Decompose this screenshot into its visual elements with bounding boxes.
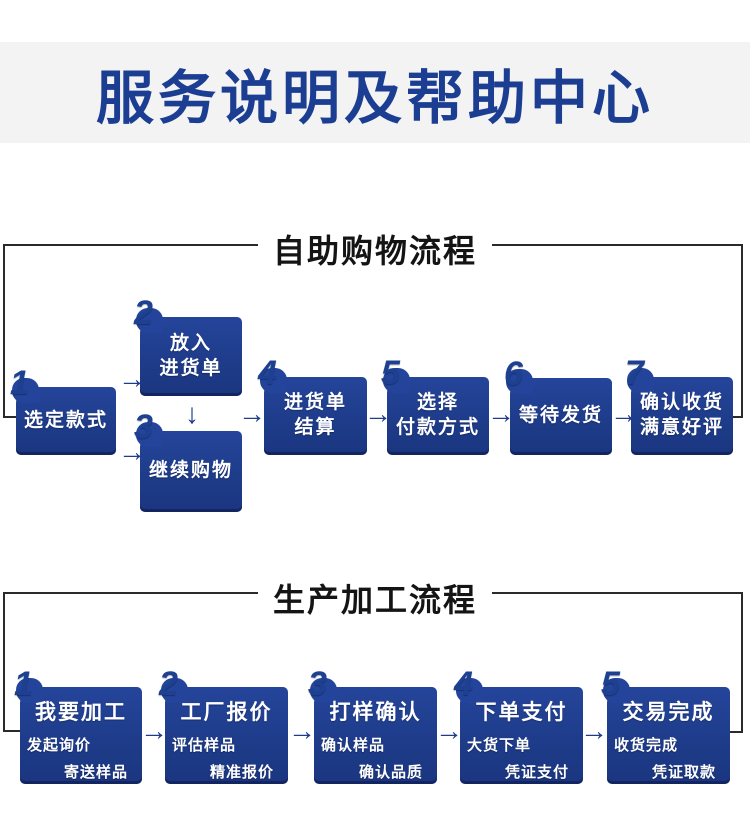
step-subtext: 收货完成 [614,737,679,754]
step-number: 3 [308,665,327,703]
arrow-right-icon: → [118,436,146,467]
section-title-production: 生产加工流程 [257,575,493,621]
step-subtext: 凭证取款 [651,764,716,781]
step-title: 打样确认 [329,701,422,724]
arrow-right-icon: → [487,398,515,429]
step-label: 结算 [294,417,337,438]
step-subtext: 凭证支付 [504,764,569,781]
step-number: 5 [601,665,620,703]
step-subtext: 大货下单 [467,737,532,754]
step-number: 2 [159,665,178,703]
step-subtext: 确认样品 [321,737,386,754]
step-title: 我要加工 [35,701,127,724]
flow2-step1-box: 1 我要加工 发起询价 寄送样品 [14,665,142,784]
step-subtext: 精准报价 [209,764,274,781]
step-subtext: 评估样品 [172,737,237,754]
arrow-right-icon: → [140,715,168,746]
step-label: 选定款式 [23,409,108,431]
arrow-right-icon: → [610,398,638,429]
section-frame-left-line [3,592,5,732]
step-number: 7 [625,354,646,392]
flow1-step2-box: 2 放入 进货单 [134,294,242,396]
step-label: 进货单 [159,357,223,379]
section-frame-right-line [741,244,743,418]
step-number: 6 [504,355,525,393]
step-number: 1 [14,665,33,703]
flow1-step6-box: 6 等待发货 [504,355,612,455]
step-title: 交易完成 [622,701,715,724]
flow1-step3-box: 3 继续购物 [134,408,242,512]
step-number: 1 [10,364,31,402]
step-subtext: 发起询价 [27,737,92,754]
arrow-right-icon: → [238,398,266,429]
step-label: 选择 [416,392,459,414]
arrow-down-icon: ↓ [185,398,199,429]
step-title: 工厂报价 [180,701,273,724]
step-number: 3 [134,408,155,446]
step-label: 满意好评 [639,417,724,438]
flow2-step2-box: 2 工厂报价 评估样品 精准报价 [159,665,288,784]
step-label: 进货单 [283,392,347,414]
step-title: 下单支付 [475,701,568,724]
step-label: 付款方式 [395,417,480,438]
arrow-right-icon: → [364,398,392,429]
arrow-right-icon: → [118,363,146,394]
step-label: 继续购物 [148,460,233,482]
step-label: 放入 [169,332,212,354]
section-frame-right-connector [731,416,743,418]
section-frame-left-connector [3,730,21,732]
step-number: 5 [381,354,402,392]
step-subtext: 确认品质 [358,764,423,781]
arrow-right-icon: → [288,715,316,746]
section-frame-left-line [3,244,5,418]
step-number: 2 [134,294,155,332]
step-subtext: 寄送样品 [63,764,128,781]
flow1-step1-box: 1 选定款式 [10,364,116,455]
flow2-step3-box: 3 打样确认 确认样品 确认品质 [308,665,437,784]
flow2-step4-box: 4 下单支付 大货下单 凭证支付 [454,665,583,784]
section-frame-left-connector [3,416,18,418]
flow1-step5-box: 5 选择 付款方式 [381,354,489,455]
flow2-step5-box: 5 交易完成 收货完成 凭证取款 [601,665,730,784]
step-label: 等待发货 [518,405,603,427]
header-banner: 服务说明及帮助中心 [0,42,750,143]
arrow-right-icon: → [435,715,463,746]
step-number: 4 [454,665,473,703]
step-number: 4 [258,354,279,392]
page-title: 服务说明及帮助中心 [95,65,654,131]
section-title-shopping: 自助购物流程 [257,226,493,272]
step-label: 确认收货 [639,392,724,414]
section-frame-right-line [741,592,743,733]
arrow-right-icon: → [580,715,608,746]
flow1-step4-box: 4 进货单 结算 [258,354,367,455]
flow1-step7-box: 7 确认收货 满意好评 [625,354,733,455]
section-frame-right-connector [729,731,743,733]
